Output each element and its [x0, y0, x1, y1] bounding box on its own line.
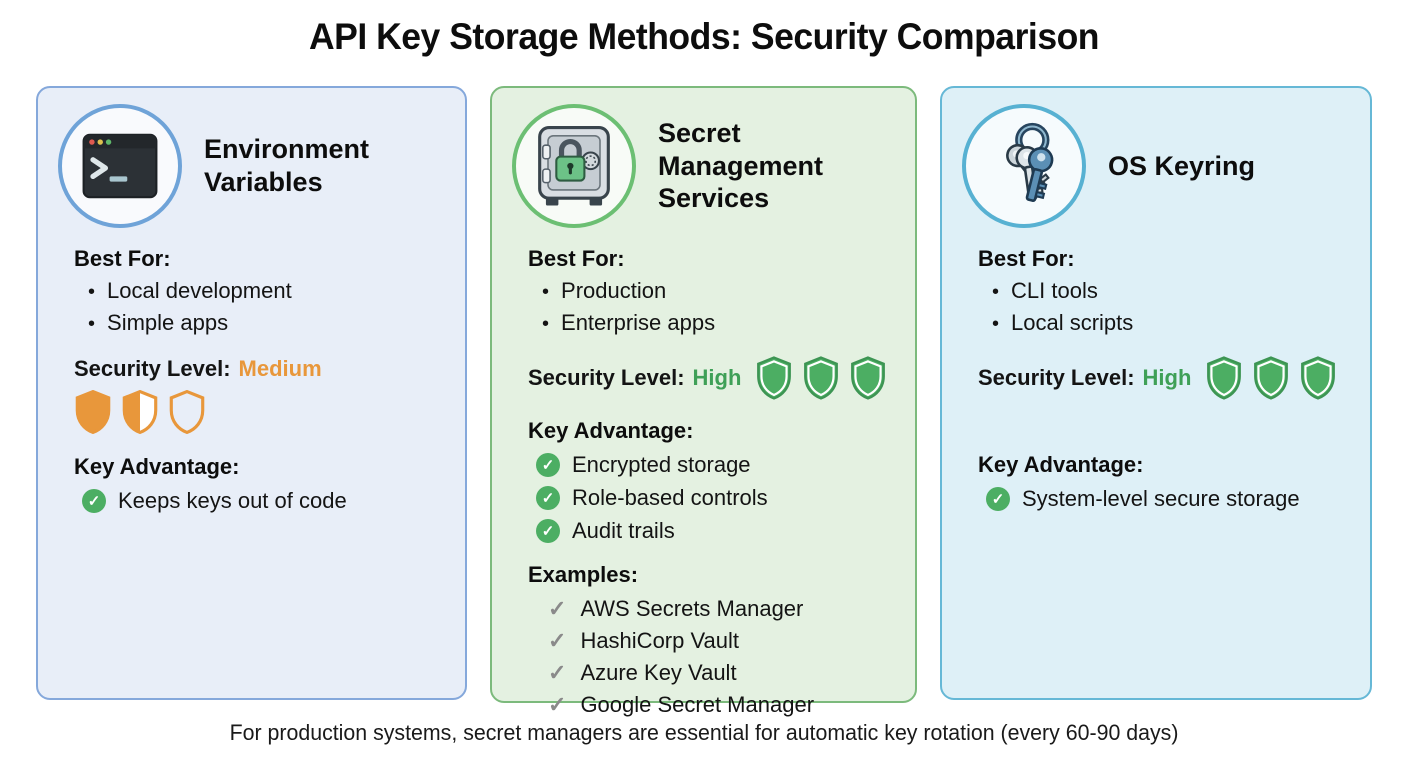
list-item-text: System-level secure storage	[1022, 486, 1300, 511]
card2-security-level: Security Level: High	[528, 356, 897, 400]
card3-best-for-list: • CLI tools • Local scripts	[992, 278, 1352, 336]
card1-best-for-list: • Local development • Simple apps	[88, 278, 447, 336]
list-item-text: Enterprise apps	[561, 310, 716, 335]
terminal-icon	[58, 104, 182, 228]
shield-full-icon	[757, 356, 792, 400]
card3-key-advantage-label: Key Advantage:	[978, 452, 1144, 477]
list-item: • Local scripts	[992, 310, 1352, 336]
check-icon: ✓	[548, 596, 567, 621]
bullet-icon: •	[992, 313, 1000, 335]
shield-half-icon	[122, 390, 158, 434]
list-item-text: Google Secret Manager	[580, 692, 815, 717]
shield-empty-icon	[169, 390, 205, 434]
bullet-icon: •	[542, 281, 550, 303]
list-item-text: AWS Secrets Manager	[580, 596, 804, 621]
list-item-text: Local development	[107, 278, 292, 303]
card1-security-level: Security Level: Medium	[74, 356, 447, 382]
list-item-text: Keeps keys out of code	[118, 488, 347, 513]
card-environment-variables: Environment Variables Best For: • Local …	[36, 86, 467, 700]
list-item: • Enterprise apps	[542, 310, 897, 336]
list-item-text: Azure Key Vault	[580, 660, 737, 685]
security-level-value: High	[1142, 365, 1192, 390]
list-item-text: Role-based controls	[572, 485, 768, 510]
card1-key-advantage-label: Key Advantage:	[74, 454, 240, 479]
shield-full-icon	[75, 390, 111, 434]
card2-examples-list: ✓ AWS Secrets Manager ✓ HashiCorp Vault …	[536, 596, 897, 718]
list-item: • CLI tools	[992, 278, 1352, 304]
card1-body: Best For: • Local development • Simple a…	[38, 228, 465, 514]
card2-body: Best For: • Production • Enterprise apps…	[492, 228, 915, 718]
card3-header: OS Keyring	[942, 88, 1370, 228]
list-item: ✓ AWS Secrets Manager	[548, 596, 897, 622]
list-item: • Local development	[88, 278, 447, 304]
security-level-value: Medium	[238, 356, 322, 381]
card3-advantage-list: ✓ System-level secure storage	[986, 486, 1352, 512]
card2-best-for-label: Best For:	[528, 246, 625, 271]
check-icon: ✓	[548, 660, 567, 685]
shield-full-icon	[804, 356, 839, 400]
card1-best-for-label: Best For:	[74, 246, 171, 271]
check-circle-icon: ✓	[82, 489, 106, 513]
safe-vault-icon	[512, 104, 636, 228]
list-item: ✓ Keeps keys out of code	[82, 488, 447, 514]
check-icon: ✓	[548, 692, 567, 717]
card3-best-for-label: Best For:	[978, 246, 1075, 271]
check-circle-icon: ✓	[536, 519, 560, 543]
card2-header: Secret Management Services	[492, 88, 915, 228]
list-item-text: Audit trails	[572, 518, 675, 543]
list-item: ✓ System-level secure storage	[986, 486, 1352, 512]
card1-title: Environment Variables	[204, 134, 370, 197]
card-os-keyring: OS Keyring Best For: • CLI tools • Local…	[940, 86, 1372, 700]
list-item-text: Production	[561, 278, 667, 303]
list-item-text: Local scripts	[1011, 310, 1134, 335]
bullet-icon: •	[88, 281, 96, 303]
shield-full-icon	[1207, 356, 1242, 400]
list-item: ✓ Role-based controls	[536, 485, 897, 511]
card3-title: OS Keyring	[1108, 150, 1256, 181]
card2-best-for-list: • Production • Enterprise apps	[542, 278, 897, 336]
card2-examples-label: Examples:	[528, 562, 639, 587]
list-item-text: Encrypted storage	[572, 452, 751, 477]
security-level-value: High	[692, 365, 742, 390]
footer-note: For production systems, secret managers …	[229, 720, 1179, 745]
card-secret-management-services: Secret Management Services Best For: • P…	[490, 86, 917, 717]
bullet-icon: •	[992, 281, 1000, 303]
security-level-label: Security Level:	[528, 365, 685, 390]
card2-key-advantage-label: Key Advantage:	[528, 418, 694, 443]
check-circle-icon: ✓	[536, 453, 560, 477]
shield-full-icon	[1301, 356, 1336, 400]
list-item: • Simple apps	[88, 310, 447, 336]
list-item: ✓ Google Secret Manager	[548, 692, 897, 718]
card2-title: Secret Management Services	[658, 117, 824, 214]
list-item: ✓ Audit trails	[536, 518, 897, 544]
card1-advantage-list: ✓ Keeps keys out of code	[82, 488, 447, 514]
card1-header: Environment Variables	[38, 88, 465, 228]
security-level-label: Security Level:	[978, 365, 1135, 390]
bullet-icon: •	[542, 313, 550, 335]
shield-full-icon	[851, 356, 886, 400]
card2-advantage-list: ✓ Encrypted storage ✓ Role-based control…	[536, 452, 897, 544]
list-item-text: CLI tools	[1011, 278, 1098, 303]
check-icon: ✓	[548, 628, 567, 653]
card3-security-level: Security Level: High	[978, 356, 1352, 400]
bullet-icon: •	[88, 313, 96, 335]
list-item: ✓ Encrypted storage	[536, 452, 897, 478]
card3-shield-rating	[1205, 356, 1337, 400]
keyring-keys-icon	[962, 104, 1086, 228]
check-circle-icon: ✓	[986, 487, 1010, 511]
check-circle-icon: ✓	[536, 486, 560, 510]
page-title: API Key Storage Methods: Security Compar…	[308, 16, 1100, 57]
list-item: ✓ HashiCorp Vault	[548, 628, 897, 654]
list-item: • Production	[542, 278, 897, 304]
list-item-text: Simple apps	[107, 310, 229, 335]
card1-shield-rating	[74, 390, 447, 434]
list-item: ✓ Azure Key Vault	[548, 660, 897, 686]
security-level-label: Security Level:	[74, 356, 231, 381]
list-item-text: HashiCorp Vault	[580, 628, 739, 653]
card2-shield-rating	[755, 356, 887, 400]
shield-full-icon	[1254, 356, 1289, 400]
card3-body: Best For: • CLI tools • Local scripts Se…	[942, 228, 1370, 512]
